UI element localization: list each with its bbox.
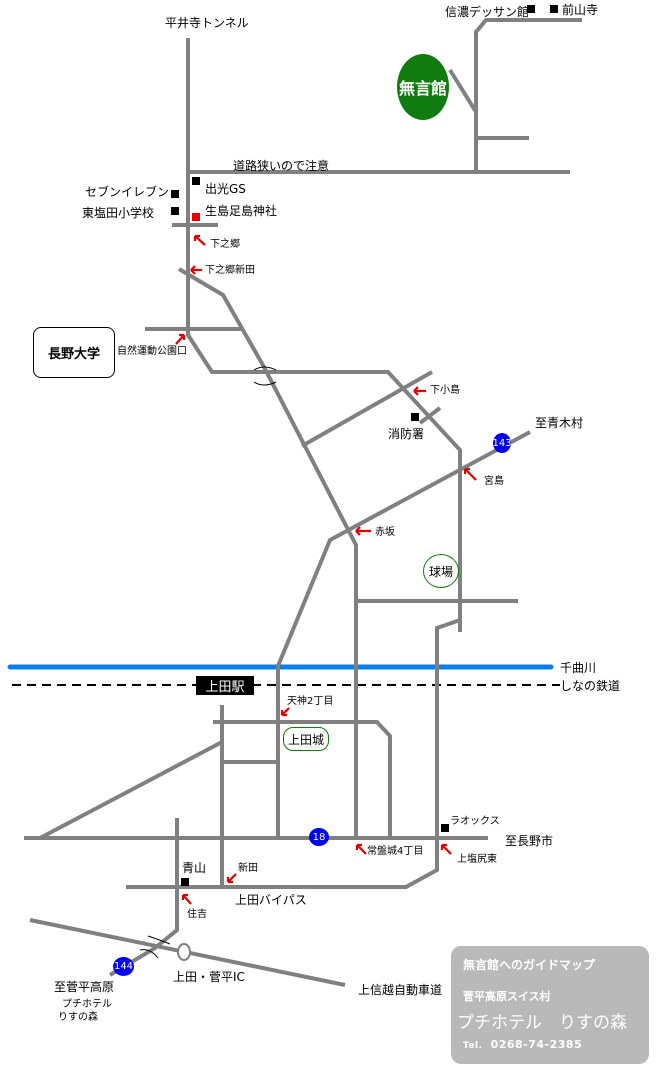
laox-marker	[441, 824, 449, 832]
label-joshinetsu: 上信越自動車道	[358, 983, 443, 997]
label-fire-station: 消防署	[388, 427, 425, 441]
ballpark: 球場	[423, 554, 459, 588]
ic-interchange	[177, 943, 191, 961]
label-hiraiji-tunnel: 平井寺トンネル	[165, 16, 249, 30]
label-shimonogo-shinden: 下之郷新田	[205, 265, 255, 276]
route-18-badge: 18	[309, 828, 329, 846]
route-144-badge: 144	[113, 957, 134, 976]
fire-station-marker	[411, 413, 419, 421]
label-kamishiojiri: 上塩尻東	[457, 854, 497, 865]
label-maesanji: 前山寺	[562, 3, 599, 17]
aoyama-marker	[181, 878, 189, 886]
route-number: 18	[312, 831, 326, 843]
route-number: 143	[492, 437, 512, 449]
tel-icon: Tel.	[463, 1041, 483, 1051]
label-ikushima-shrine: 生島足島神社	[205, 204, 278, 218]
label-bypass: 上田バイパス	[235, 893, 307, 907]
ueda-station: 上田駅	[196, 676, 254, 695]
label-idemitsu: 出光GS	[205, 182, 246, 196]
tel-number[interactable]: 0268-74-2385	[490, 1038, 583, 1051]
label-ic: 上田・菅平IC	[173, 970, 245, 984]
label-narrow-road: 道路狭いので注意	[233, 159, 330, 173]
infobox-title: 無言館へのガイドマップ	[463, 958, 596, 972]
label-shizen-undo: 自然運動公園口	[117, 346, 187, 357]
label-aoyama: 青山	[182, 861, 207, 875]
label-tokiwagi: 常盤城4丁目	[367, 846, 424, 857]
seven-eleven-marker	[171, 190, 179, 198]
castle-label: 上田城	[287, 732, 324, 747]
route-143-badge: 143	[492, 433, 512, 453]
label-hotel-1: プチホテル	[62, 999, 112, 1010]
label-tenjin: 天神2丁目	[287, 696, 334, 707]
idemitsu-marker	[192, 177, 200, 185]
label-shinano-dessin: 信濃デッサン館	[445, 5, 530, 19]
label-laox: ラオックス	[450, 816, 500, 827]
label-shinden: 新田	[238, 863, 258, 874]
label-shinano-railway: しなの鉄道	[560, 679, 621, 693]
university-label: 長野大学	[47, 347, 100, 362]
infobox-village: 菅平高原スイス村	[463, 990, 551, 1003]
ballpark-label: 球場	[428, 564, 453, 579]
label-akasaka: 赤坂	[375, 527, 395, 538]
destination-label: 無言館	[398, 79, 447, 98]
label-aokimura: 至青木村	[535, 416, 584, 430]
school-marker	[171, 207, 179, 215]
label-seven-eleven: セブンイレブン	[85, 185, 170, 199]
route-number: 144	[113, 961, 134, 972]
bridge-marker	[139, 935, 171, 959]
infobox-hotel: プチホテル りすの森	[457, 1013, 627, 1033]
label-nagano-city: 至長野市	[505, 834, 554, 848]
station-label: 上田駅	[205, 680, 245, 695]
ueda-castle: 上田城	[283, 727, 329, 751]
label-higashi-shioda: 東塩田小学校	[82, 206, 155, 220]
bridge-marker	[253, 366, 277, 386]
guide-infobox: 無言館へのガイドマップ 菅平高原スイス村 プチホテル りすの森 Tel. 0268…	[451, 946, 649, 1064]
label-sugadaira: 至菅平高原	[54, 980, 115, 994]
label-sumiyoshi: 住吉	[187, 909, 207, 920]
label-shimonogo: 下之郷	[210, 239, 240, 250]
label-miyajima: 宮島	[484, 476, 504, 487]
shinano-dessin-marker	[527, 5, 535, 13]
destination-mugonkan[interactable]: 無言館	[397, 54, 449, 120]
maesanji-marker	[550, 5, 558, 13]
label-hotel-2: りすの森	[58, 1012, 98, 1023]
nagano-university: 長野大学	[33, 327, 115, 378]
shrine-marker	[192, 213, 200, 221]
arrows	[175, 234, 477, 905]
infobox-tel: Tel. 0268-74-2385	[463, 1038, 582, 1051]
label-shimokojima: 下小島	[430, 385, 460, 396]
label-chikuma-river: 千曲川	[560, 661, 597, 675]
